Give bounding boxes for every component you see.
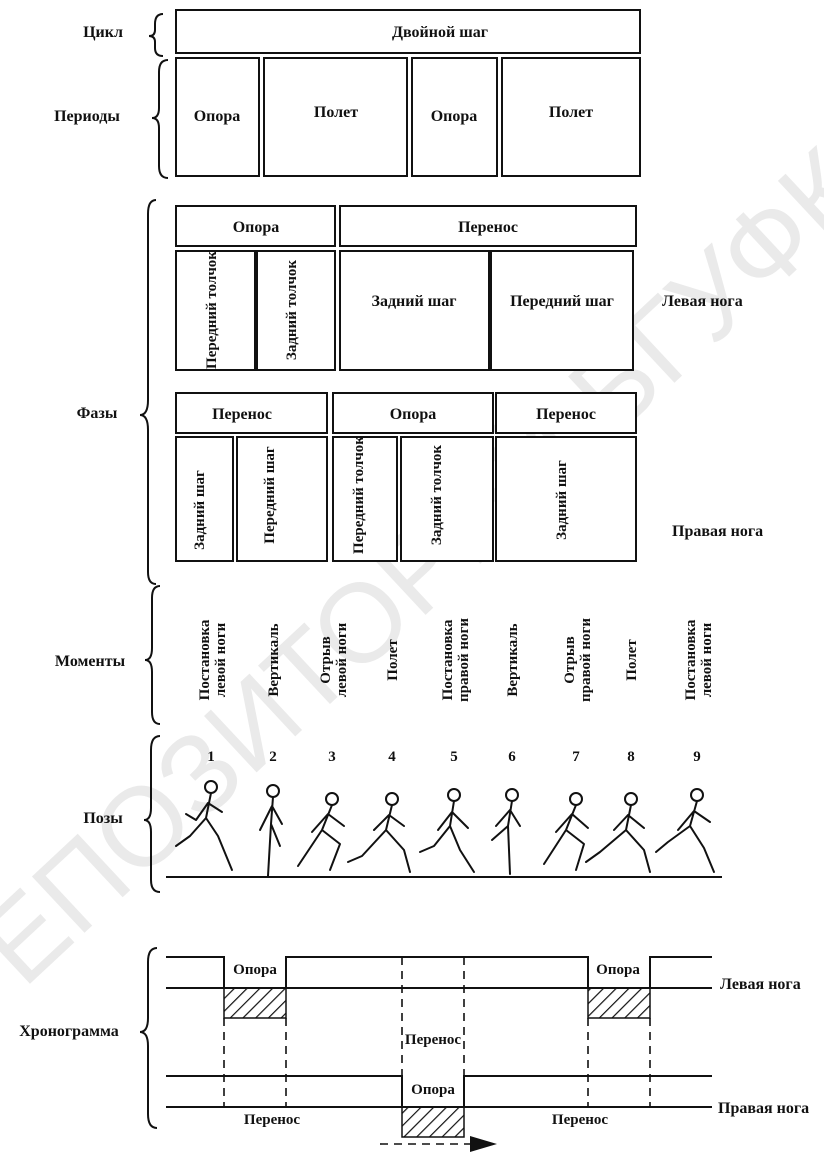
chrono-left-leg-label: Левая нога — [720, 976, 801, 993]
period-3: Опора — [431, 108, 478, 125]
period-4: Полет — [549, 104, 593, 121]
moments-row: Постановкалевой ноги Вертикаль Отрывлевой … — [197, 618, 715, 702]
brace-moments — [144, 585, 161, 725]
cycle-box: Двойной шаг — [175, 9, 641, 54]
right-subphase-back-push: Задний толчок — [429, 445, 445, 546]
right-subphase-back-step-2: Задний шаг — [554, 460, 570, 540]
period-1: Опора — [194, 108, 241, 125]
left-subphase-back-push: Задний толчок — [284, 260, 300, 361]
moment-3: Отрывлевой ноги — [318, 622, 350, 697]
brace-periods — [151, 59, 169, 179]
row-label-moments: Моменты — [55, 653, 126, 670]
running-figures — [166, 780, 722, 878]
runner-pose-8 — [585, 792, 651, 873]
left-leg-phases: Опора Перенос Передний толчок Задний тол… — [175, 205, 743, 371]
moment-8: Полет — [624, 639, 640, 681]
left-subphase-back-step: Задний шаг — [372, 293, 457, 310]
runner-pose-6 — [491, 788, 521, 875]
pose-number-7: 7 — [572, 749, 580, 765]
left-support-hatch-2 — [587, 987, 651, 1019]
chronogram: Опора Опора Перенос Опора Перенос Перено… — [166, 956, 809, 1152]
row-label-poses: Позы — [83, 810, 123, 827]
brace-chronogram — [139, 947, 158, 1129]
pose-number-8: 8 — [627, 749, 635, 765]
moment-7: Отрывправой ноги — [562, 618, 594, 702]
runner-pose-9 — [655, 788, 715, 873]
chrono-left-support-2: Опора — [596, 962, 640, 978]
right-leg-phases: Перенос Опора Перенос Задний шаг Передни… — [175, 392, 763, 562]
row-label-periods: Периоды — [54, 108, 120, 125]
left-phase-support: Опора — [233, 219, 280, 236]
left-support-hatch-1 — [223, 987, 287, 1019]
row-label-chronogram: Хронограмма — [19, 1023, 119, 1040]
pose-number-5: 5 — [450, 749, 458, 765]
chrono-right-transfer-1: Перенос — [244, 1112, 300, 1128]
pose-number-6: 6 — [508, 749, 516, 765]
right-leg-label: Правая нога — [672, 523, 763, 540]
chrono-left-transfer: Перенос — [405, 1032, 461, 1048]
row-label-phases: Фазы — [77, 405, 118, 422]
cycle-label: Двойной шаг — [392, 24, 488, 41]
moment-1: Постановкалевой ноги — [197, 619, 229, 700]
brace-poses — [143, 735, 161, 893]
chrono-right-transfer-2: Перенос — [552, 1112, 608, 1128]
moment-5: Постановкаправой ноги — [440, 618, 472, 702]
row-label-cycle: Цикл — [83, 24, 123, 41]
pose-number-9: 9 — [693, 749, 701, 765]
right-subphase-front-push: Передний толчок — [351, 436, 367, 554]
moment-6: Вертикаль — [505, 623, 521, 696]
runner-pose-7 — [543, 792, 589, 871]
chrono-right-leg-label: Правая нога — [718, 1100, 809, 1117]
time-arrow-head — [470, 1136, 497, 1152]
left-subphase-front-push: Передний толчок — [204, 251, 220, 369]
chrono-left-support-1: Опора — [233, 962, 277, 978]
runner-pose-3 — [297, 792, 345, 871]
brace-cycle — [148, 13, 164, 57]
runner-pose-1 — [175, 780, 233, 871]
left-subphase-front-step: Передний шаг — [510, 293, 614, 310]
pose-number-1: 1 — [207, 749, 215, 765]
runner-pose-2 — [259, 784, 283, 877]
chrono-right-support: Опора — [411, 1082, 455, 1098]
right-subphase-back-step-1: Задний шаг — [192, 470, 208, 550]
runner-pose-5 — [419, 788, 475, 873]
right-subphase-front-step: Передний шаг — [262, 446, 278, 544]
right-phase-transfer-1: Перенос — [212, 406, 272, 423]
runner-pose-4 — [347, 792, 411, 873]
right-phase-support: Опора — [390, 406, 437, 423]
periods-row: Опора Полет Опора Полет — [175, 57, 641, 177]
moment-4: Полет — [385, 639, 401, 681]
moment-2: Вертикаль — [266, 623, 282, 696]
pose-number-3: 3 — [328, 749, 336, 765]
moment-9: Постановкалевой ноги — [683, 619, 715, 700]
pose-numbers: 1 2 3 4 5 6 7 8 9 — [207, 749, 701, 765]
left-phase-transfer: Перенос — [458, 219, 518, 236]
period-2: Полет — [314, 104, 358, 121]
left-leg-label: Левая нога — [662, 293, 743, 310]
brace-phases — [139, 199, 157, 585]
right-phase-transfer-2: Перенос — [536, 406, 596, 423]
left-leg-signal — [166, 956, 712, 989]
pose-number-2: 2 — [269, 749, 277, 765]
right-support-hatch — [401, 1106, 465, 1138]
pose-number-4: 4 — [388, 749, 396, 765]
